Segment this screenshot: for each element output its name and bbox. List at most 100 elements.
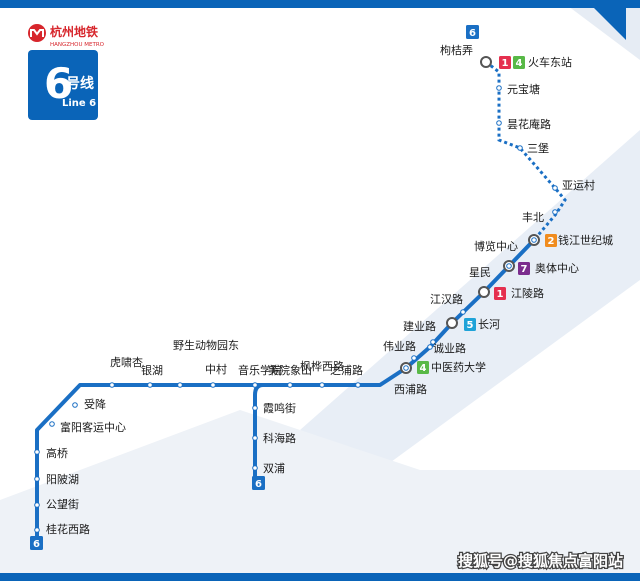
station-name: 中医药大学 [431, 360, 486, 374]
station-name: 虎啸杏 [110, 356, 143, 369]
station-aotizhongxin[interactable]: 奥体中心 7 [503, 260, 579, 275]
station-yinyuexueyuan[interactable]: 音乐学院 [238, 363, 282, 388]
station-name: 西浦路 [394, 383, 427, 396]
station-name: 钱江世纪城 [558, 233, 613, 247]
station-name: 长河 [478, 318, 500, 331]
station-yinhu[interactable]: 银湖 [141, 363, 163, 388]
transfer-station-marker [480, 56, 492, 68]
transfer-station-marker [478, 286, 490, 298]
station-marker [506, 263, 512, 269]
watermark: 搜狐号@搜狐焦点富阳站 [457, 551, 625, 572]
station-marker [552, 209, 558, 215]
station-meiyuanxiangshan[interactable]: 美院象山 [268, 363, 312, 388]
station-name: 博览中心 [474, 239, 518, 253]
station-marker [403, 365, 409, 371]
station-marker [147, 382, 153, 388]
station-marker [72, 402, 78, 408]
station-fuyangkeyun[interactable]: 富阳客运中心 [49, 420, 126, 434]
station-name: 建业路 [403, 319, 436, 333]
station-jianyelu[interactable]: 建业路 [403, 319, 436, 345]
station-zhipulu[interactable]: 之浦路 [330, 363, 363, 388]
transfer-badge-line-1: 1 [499, 56, 511, 69]
transfer-badge-number: 1 [497, 289, 504, 300]
transfer-badge-line-2: 2 [545, 234, 557, 247]
logo-subtitle: HANGZHOU METRO [50, 42, 105, 48]
station-kehailu[interactable]: 科海路 [252, 431, 296, 445]
transfer-badge-line-1: 1 [494, 287, 506, 300]
station-name: 公望街 [46, 497, 79, 511]
station-chengyelu[interactable]: 诚业路 [427, 342, 466, 355]
station-name: 枫桦西路 [300, 359, 344, 373]
station-name: 富阳客运中心 [60, 420, 126, 434]
station-name: 元宝塘 [507, 82, 540, 96]
station-name: 之浦路 [330, 363, 363, 377]
station-fenghuaxilu[interactable]: 枫桦西路 [300, 359, 344, 388]
line-6-segment-main [35, 238, 536, 542]
station-name: 银湖 [141, 363, 163, 377]
station-gongwangjie[interactable]: 公望街 [34, 497, 79, 511]
station-zhongcun[interactable]: 中村 [205, 362, 227, 388]
station-name: 伟业路 [383, 340, 416, 353]
terminal-badge-number: 6 [255, 479, 262, 490]
station-marker [531, 237, 537, 243]
station-xipulu[interactable]: 西浦路 [394, 365, 427, 396]
station-yuanbaotang[interactable]: 元宝塘 [496, 82, 540, 96]
station-name: 火车东站 [528, 55, 572, 69]
station-marker [287, 382, 293, 388]
station-name: 高桥 [46, 446, 68, 460]
hangzhou-metro-logo: 杭州地铁 HANGZHOU METRO [28, 24, 105, 48]
station-jianghanlu[interactable]: 江汉路 [430, 293, 466, 315]
station-shuangpu[interactable]: 双浦 [252, 462, 285, 475]
station-name: 科海路 [263, 431, 296, 445]
station-huxiaoxing[interactable]: 虎啸杏 [109, 356, 143, 388]
station-name: 枸桔弄 [440, 43, 473, 57]
line-6-track [35, 60, 567, 542]
station-name: 双浦 [263, 462, 285, 475]
station-name: 奥体中心 [535, 261, 579, 275]
transfer-badge-line-4: 4 [513, 56, 525, 69]
station-marker [430, 339, 436, 345]
terminal-badge-number: 6 [469, 28, 476, 39]
transfer-badge-line-4: 4 [417, 361, 429, 374]
station-marker [496, 120, 502, 126]
watermark-text: 搜狐号@搜狐焦点富阳站 [458, 552, 623, 570]
transfer-badge-number: 2 [548, 236, 555, 247]
station-marker [109, 382, 115, 388]
station-changhe[interactable]: 长河5 [446, 317, 500, 331]
line-6-segment-under-construction [485, 60, 567, 241]
station-yangbeihu[interactable]: 阳陂湖 [34, 472, 79, 486]
station-xingmin[interactable]: 星民 [469, 263, 512, 279]
station-name: 丰北 [522, 211, 544, 224]
station-shoujiang[interactable]: 受降 [72, 397, 106, 411]
station-tanhuaan[interactable]: 昙花庵路 [496, 117, 551, 131]
station-marker [252, 465, 258, 471]
station-marker [460, 309, 466, 315]
station-weiyelu[interactable]: 伟业路 [383, 340, 417, 361]
station-bolanzhongxin[interactable]: 博览中心 [474, 237, 537, 253]
station-marker [496, 85, 502, 91]
station-name: 江汉路 [430, 293, 463, 306]
station-yayuncun[interactable]: 亚运村 [552, 178, 595, 192]
station-name: 星民 [469, 266, 491, 279]
line-6-branch-shuangpu [253, 383, 264, 478]
station-fengbei[interactable]: 丰北 [522, 209, 558, 224]
station-name: 音乐学院 [238, 363, 282, 377]
station-sanbao[interactable]: 三堡 [517, 141, 549, 155]
station-name: 桂花西路 [46, 522, 90, 536]
transfer-badge-number: 7 [521, 264, 528, 275]
station-marker [34, 527, 40, 533]
station-name: 阳陂湖 [46, 472, 79, 486]
station-xiamingjie[interactable]: 霞鸣街 [252, 401, 296, 415]
station-shengtaidongwuyuan[interactable]: 野生动物园东 [173, 338, 239, 388]
station-guihuaxilu[interactable]: 桂花西路 [34, 522, 90, 536]
station-marker [319, 382, 325, 388]
station-name: 亚运村 [562, 178, 595, 192]
station-name: 三堡 [527, 141, 549, 155]
line-card: 6 号线 Line 6 [28, 50, 98, 120]
station-gaoqiao[interactable]: 高桥 [34, 446, 68, 460]
